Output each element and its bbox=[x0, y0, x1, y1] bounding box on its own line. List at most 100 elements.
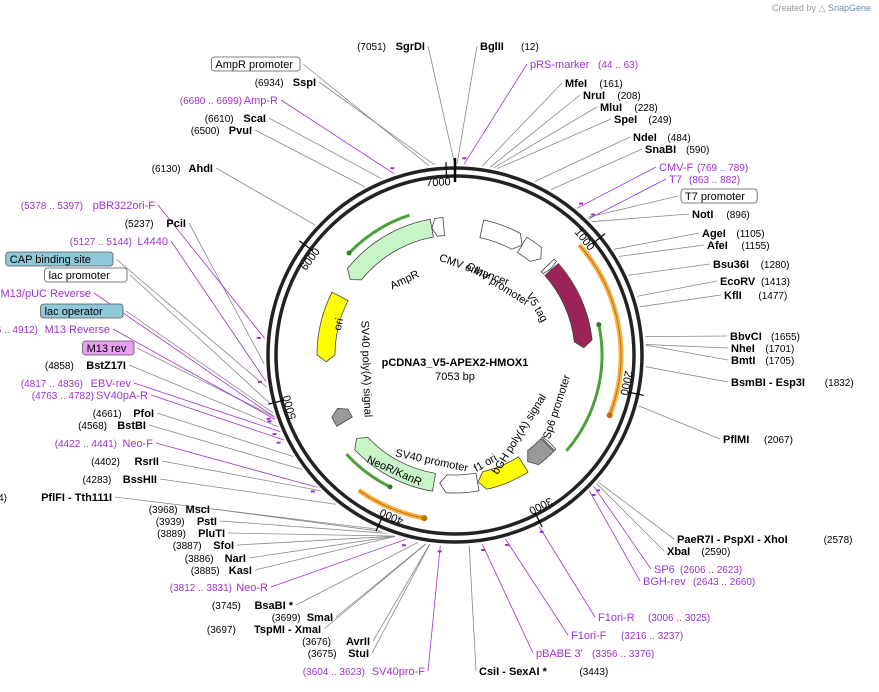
site-pos-mlui: (228) bbox=[634, 103, 657, 114]
feature-arrow-bgh-poly-a-signal bbox=[527, 438, 555, 466]
site-pos-scai: (6610) bbox=[205, 114, 234, 125]
leader-pflfi-tth111i bbox=[114, 496, 377, 530]
leader-bsshii bbox=[159, 478, 336, 505]
site-label-nari: NarI(3886) bbox=[185, 553, 246, 565]
leader-tspmi-xmai bbox=[323, 543, 427, 630]
site-pos-bsmbi-esp3i: (1832) bbox=[825, 378, 854, 389]
leader-bmti bbox=[645, 344, 729, 361]
feature-label-sv40-poly-a-signal: SV40 poly(A) signal bbox=[358, 320, 373, 417]
leader-mfei bbox=[482, 82, 563, 167]
primer-mark-prs-marker bbox=[462, 157, 467, 160]
site-label-t7-promoter: T7 promoter bbox=[680, 188, 758, 204]
site-pos-bstbi: (4568) bbox=[78, 421, 107, 432]
site-name-prs-marker: pRS-marker bbox=[530, 59, 590, 71]
leader-ecorv bbox=[636, 280, 718, 297]
site-label-xbai: XbaI(2590) bbox=[667, 546, 730, 558]
ring-tick-label-7000: 7000 bbox=[426, 176, 451, 189]
feature-arrow-neor-kanr bbox=[354, 436, 436, 492]
site-name-bsabi: BsaBI * bbox=[254, 600, 293, 612]
leader-agei bbox=[614, 232, 700, 250]
site-name-amp-r: Amp-R bbox=[244, 95, 278, 107]
site-label-sgrdi: SgrDI(7051) bbox=[357, 41, 425, 53]
ring-tick-1000 bbox=[592, 233, 606, 245]
site-label-noti: NotI(896) bbox=[692, 209, 750, 221]
site-label-sv40pa-r: SV40pA-R(4763 .. 4782) bbox=[32, 390, 148, 402]
feature-label-cmv-promoter: CMV promoter bbox=[464, 260, 531, 308]
site-pos-bgh-rev: (2643 .. 2660) bbox=[693, 577, 755, 588]
site-name-pvui: PvuI bbox=[229, 125, 252, 137]
orange-arc-tip-0 bbox=[606, 412, 613, 419]
site-label-prs-marker: pRS-marker (44 .. 63) bbox=[530, 59, 638, 71]
site-label-l4440: L4440(5127 .. 5144) bbox=[70, 236, 168, 248]
site-pos-nari: (3886) bbox=[185, 554, 214, 565]
site-label-pflfi-tth111i: PflFI - Tth111I(4004) bbox=[0, 492, 112, 504]
feature-label-ori: ori bbox=[332, 317, 346, 331]
site-name-bgh-rev: BGH-rev bbox=[643, 576, 686, 588]
site-label-csii-sexai: CsiI - SexAI *(3443) bbox=[479, 666, 608, 678]
site-pos-prs-marker: (44 .. 63) bbox=[598, 60, 638, 71]
site-label-f1ori-f: F1ori-F(3216 .. 3237) bbox=[571, 630, 683, 642]
feature-box-lac-promoter bbox=[44, 267, 128, 283]
ring-tick-2000 bbox=[627, 391, 644, 396]
site-pos-bglii: (12) bbox=[521, 42, 539, 53]
site-label-spei: SpeI(249) bbox=[614, 114, 672, 126]
site-pos-tspmi-xmai: (3697) bbox=[207, 625, 236, 636]
site-label-ampr-promoter: AmpR promoter bbox=[210, 56, 301, 72]
site-label-m13-rev: M13 rev bbox=[82, 340, 135, 356]
site-name-m13-reverse: M13 Reverse bbox=[45, 324, 110, 336]
site-pos-t7: (863 .. 882) bbox=[689, 175, 740, 186]
leader-bstz17i bbox=[128, 364, 279, 428]
site-name-bbvci: BbvCI bbox=[730, 331, 762, 343]
primer-mark-cmv-f bbox=[579, 202, 584, 205]
site-name-bmti: BmtI bbox=[731, 355, 755, 367]
snapgene-logo-icon: △ bbox=[818, 3, 826, 13]
leader-spei bbox=[496, 118, 612, 170]
site-name-f1ori-r: F1ori-R bbox=[598, 612, 635, 624]
site-pos-m13-reverse: (4896 .. 4912) bbox=[0, 325, 38, 336]
leader-m13-reverse bbox=[112, 328, 276, 420]
primer-mark-pbabe-3 bbox=[481, 548, 486, 551]
leader-bbvci bbox=[645, 335, 728, 338]
leader-smai bbox=[335, 543, 427, 618]
site-name-csii-sexai: CsiI - SexAI * bbox=[479, 666, 548, 678]
feature-box-t7-promoter bbox=[680, 188, 758, 204]
site-name-sfoi: SfoI bbox=[213, 540, 234, 552]
leader-m13-rev bbox=[136, 347, 275, 418]
site-pos-nhei: (1701) bbox=[765, 344, 794, 355]
leader-t7 bbox=[588, 178, 667, 220]
leader-csii-sexai bbox=[468, 545, 477, 672]
green-arc-1 bbox=[345, 453, 391, 489]
site-name-sv40pro-f: SV40pro-F bbox=[372, 666, 425, 678]
leader-l4440 bbox=[170, 240, 267, 382]
ring-tick-3000 bbox=[534, 512, 543, 528]
leader-rsrii bbox=[161, 460, 321, 492]
site-name-afei: AfeI bbox=[707, 240, 728, 252]
site-label-pcii: PciI(5237) bbox=[125, 218, 186, 230]
site-name-xbai: XbaI bbox=[667, 546, 690, 558]
site-name-bsshii: BssHII bbox=[123, 474, 157, 486]
feature-arrow-ori bbox=[316, 291, 349, 363]
site-pos-paer7i-pspxi-xhoi: (2578) bbox=[824, 535, 853, 546]
primer-mark-f1ori-f bbox=[505, 543, 510, 546]
site-pos-smai: (3699) bbox=[272, 613, 301, 624]
feature-arrow-ampr-promoter bbox=[431, 217, 445, 237]
site-label-sspi: SspI(6934) bbox=[255, 77, 316, 89]
site-name-m13-puc-reverse: M13/pUC Reverse bbox=[1, 288, 91, 300]
feature-arrow-cmv-promoter bbox=[516, 236, 542, 262]
feature-arrow-sv40-poly-a-signal bbox=[331, 408, 353, 427]
ring-tick-label-3000: 3000 bbox=[527, 494, 554, 516]
site-pos-bsshii: (4283) bbox=[82, 475, 111, 486]
site-name-f1ori-f: F1ori-F bbox=[571, 630, 607, 642]
leader-sv40pro-f bbox=[427, 545, 441, 672]
site-name-neo-r: Neo-R bbox=[236, 582, 268, 594]
site-name-snabi: SnaBI bbox=[645, 144, 676, 156]
site-label-bglii: BglII(12) bbox=[480, 41, 539, 53]
site-name-kasi: KasI bbox=[229, 565, 252, 577]
primer-mark-l4440 bbox=[257, 381, 262, 384]
site-name-pluti: PluTI bbox=[198, 528, 225, 540]
site-name-bsu36i: Bsu36I bbox=[713, 259, 749, 271]
site-name-mlui: MluI bbox=[600, 102, 622, 114]
site-label-kfli: KflI(1477) bbox=[724, 290, 787, 302]
ring-tick-7000 bbox=[445, 162, 448, 179]
